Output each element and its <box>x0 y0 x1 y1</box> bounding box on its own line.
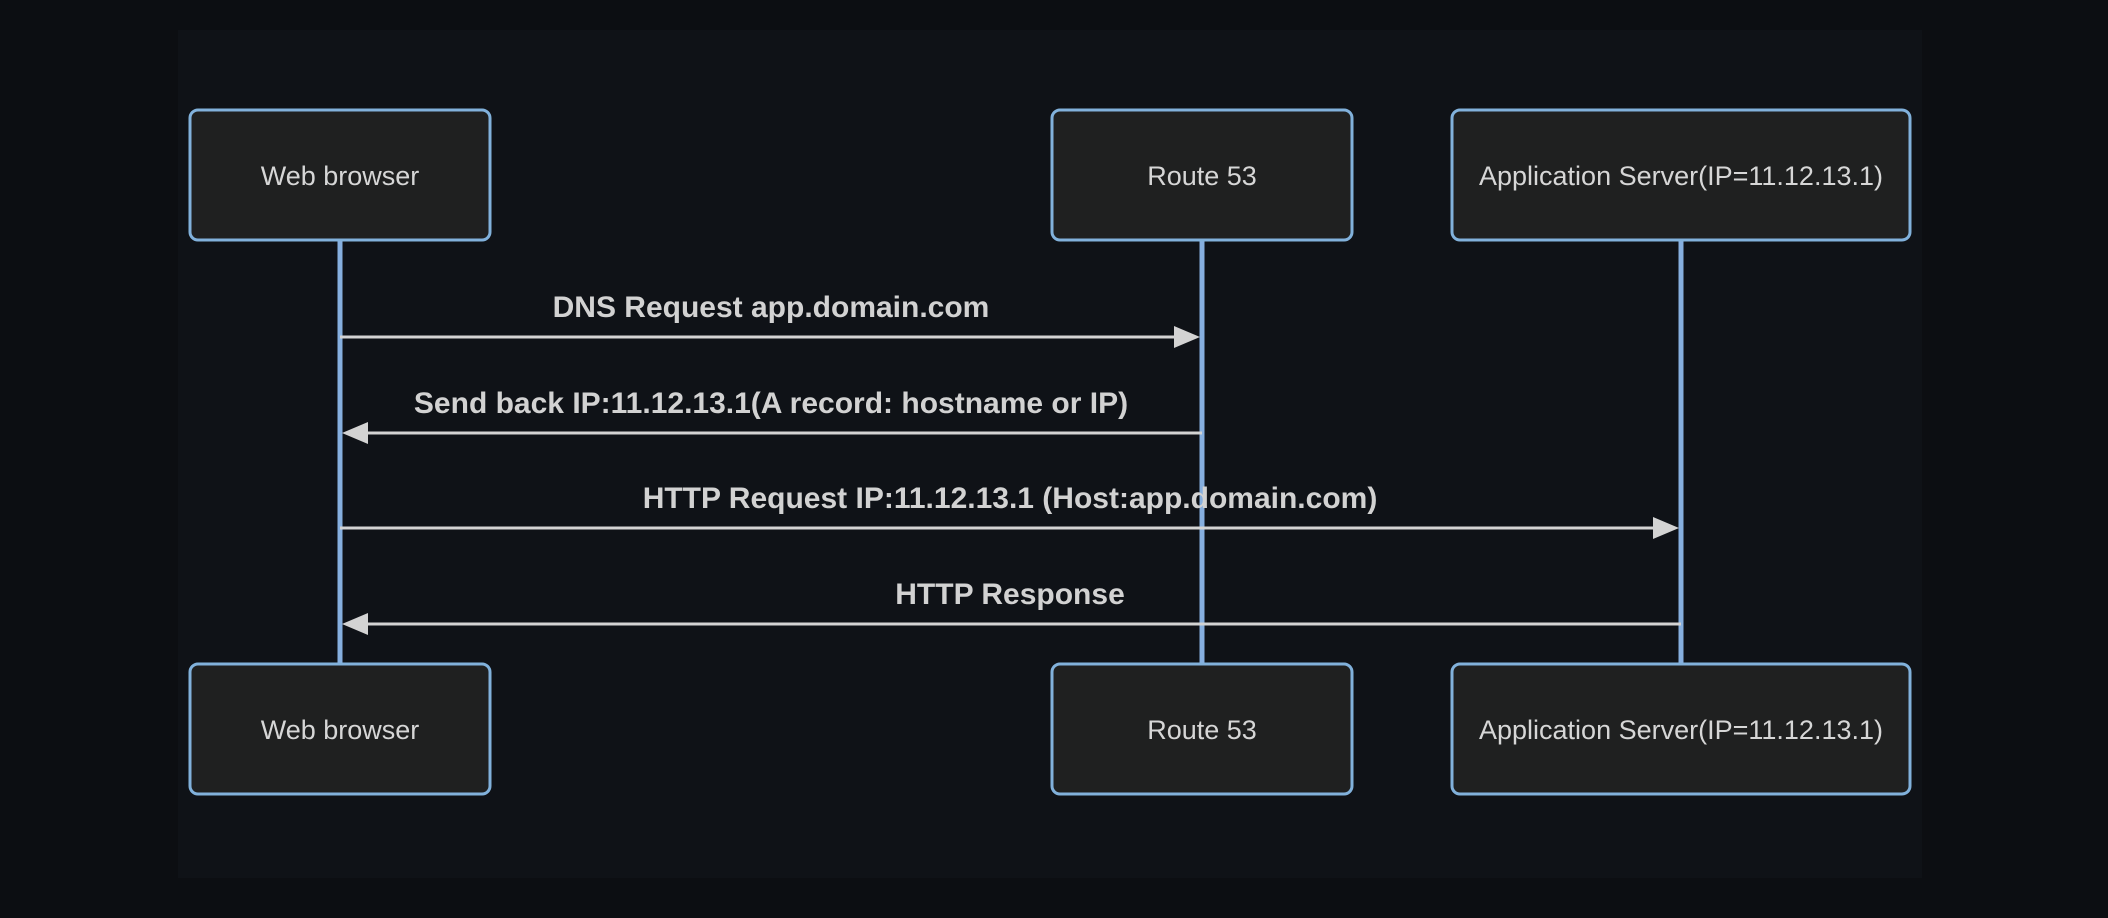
actor-bottom-web-browser: Web browser <box>188 662 492 796</box>
message-label: DNS Request app.domain.com <box>553 291 990 324</box>
actor-box <box>1450 662 1912 796</box>
actor-label-web-browser: Web browser <box>261 715 420 745</box>
actor-bottom-route-53: Route 53 <box>1050 662 1354 796</box>
message-http-request: HTTP Request IP:11.12.13.1 (Host:app.dom… <box>340 482 1679 539</box>
actor-top-application-server: Application Server(IP=11.12.13.1) <box>1450 108 1912 242</box>
message-dns-request: DNS Request app.domain.com <box>340 291 1200 348</box>
actor-label-application-server: Application Server(IP=11.12.13.1) <box>1479 161 1883 191</box>
actor-label-web-browser: Web browser <box>261 161 420 191</box>
arrowhead-left-icon <box>342 422 368 444</box>
actor-label-route-53: Route 53 <box>1147 161 1257 191</box>
arrowhead-right-icon <box>1653 517 1679 539</box>
message-label: Send back IP:11.12.13.1(A record: hostna… <box>414 387 1128 420</box>
message-http-response: HTTP Response <box>342 578 1681 635</box>
actor-box <box>1050 662 1354 796</box>
actor-box <box>1050 108 1354 242</box>
actor-box <box>188 662 492 796</box>
actor-top-route-53: Route 53 <box>1050 108 1354 242</box>
actor-box <box>1450 108 1912 242</box>
actor-bottom-application-server: Application Server(IP=11.12.13.1) <box>1450 662 1912 796</box>
arrowhead-right-icon <box>1174 326 1200 348</box>
message-label: HTTP Response <box>895 578 1125 611</box>
actor-label-application-server: Application Server(IP=11.12.13.1) <box>1479 715 1883 745</box>
actor-top-web-browser: Web browser <box>188 108 492 242</box>
actor-label-route-53: Route 53 <box>1147 715 1257 745</box>
message-label: HTTP Request IP:11.12.13.1 (Host:app.dom… <box>643 482 1378 515</box>
message-send-back-ip: Send back IP:11.12.13.1(A record: hostna… <box>342 387 1202 444</box>
actor-box <box>188 108 492 242</box>
arrowhead-left-icon <box>342 613 368 635</box>
